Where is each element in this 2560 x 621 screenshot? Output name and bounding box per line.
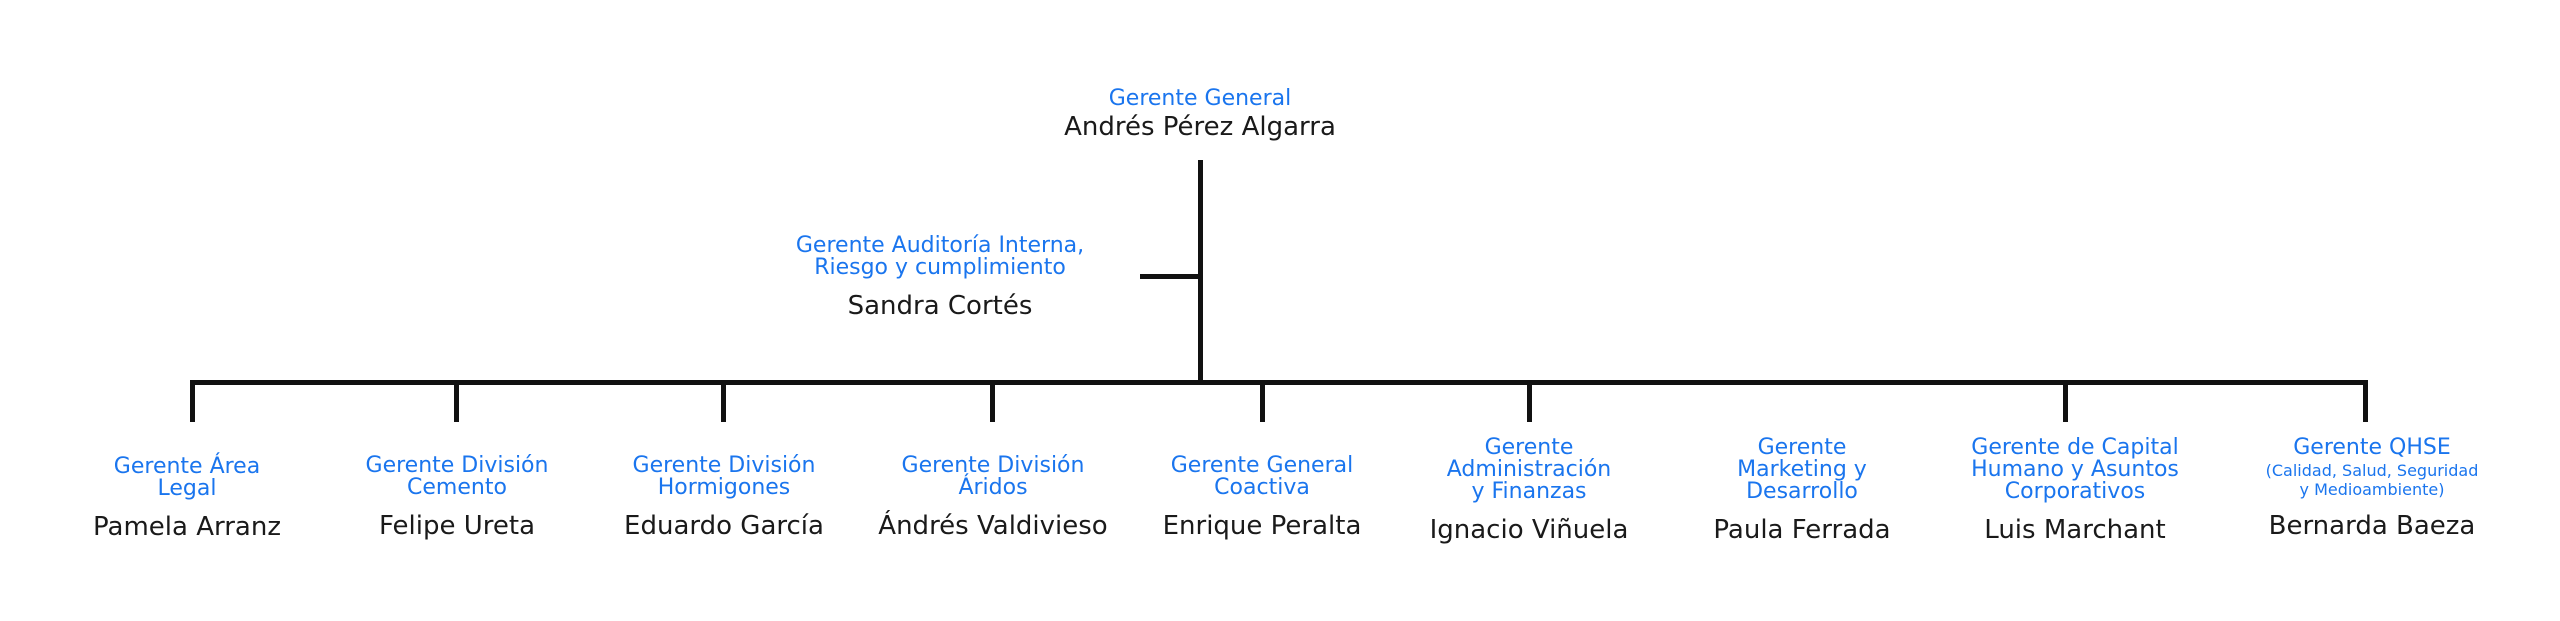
node-role-line: Gerente	[1484, 435, 1574, 460]
node-name: Luis Marchant	[1984, 515, 2166, 545]
node-name: Ándrés Valdivieso	[878, 511, 1108, 541]
node-manager-9: Gerente QHSE (Calidad, Salud, Seguridad …	[2265, 435, 2479, 542]
node-role: Gerente General	[1108, 86, 1292, 111]
node-role-line: Corporativos	[2004, 479, 2146, 504]
node-name: Andrés Pérez Algarra	[1064, 112, 1336, 142]
node-role-line: Marketing y	[1737, 457, 1867, 482]
node-manager-5: Gerente General Coactiva Enrique Peralta	[1162, 453, 1362, 542]
node-role-line: Coactiva	[1214, 475, 1310, 500]
drop-line-1	[190, 380, 195, 422]
node-role-line: Gerente QHSE	[2293, 435, 2451, 460]
node-name: Eduardo García	[624, 511, 824, 541]
node-role-line: y Finanzas	[1471, 479, 1587, 504]
node-manager-2: Gerente División Cemento Felipe Ureta	[365, 453, 549, 542]
node-name: Enrique Peralta	[1162, 511, 1362, 541]
drop-line-9	[2363, 380, 2368, 422]
node-manager-3: Gerente División Hormigones Eduardo Garc…	[624, 453, 824, 542]
trunk-line	[1198, 160, 1203, 382]
node-role-line: Humano y Asuntos	[1971, 457, 2179, 482]
node-role-line: Administración	[1446, 457, 1612, 482]
node-name: Sandra Cortés	[847, 291, 1033, 321]
node-role-line: Legal	[157, 476, 217, 501]
node-name: Pamela Arranz	[93, 512, 281, 542]
node-role-line: Cemento	[407, 475, 507, 500]
node-role-line: Riesgo y cumplimiento	[814, 255, 1066, 280]
drop-line-8	[2063, 380, 2068, 422]
node-manager-7: Gerente Marketing y Desarrollo Paula Fer…	[1713, 435, 1891, 546]
node-name: Ignacio Viñuela	[1429, 515, 1629, 545]
node-name: Paula Ferrada	[1713, 515, 1891, 545]
node-name: Bernarda Baeza	[2268, 511, 2476, 541]
node-role-line: Desarrollo	[1746, 479, 1858, 504]
node-manager-1: Gerente Área Legal Pamela Arranz	[93, 454, 281, 543]
node-manager-4: Gerente División Áridos Ándrés Valdivies…	[878, 453, 1108, 542]
audit-branch-line	[1140, 274, 1201, 279]
node-role-line: Gerente Área	[113, 454, 261, 479]
drop-line-6	[1527, 380, 1532, 422]
node-role-line: Gerente División	[365, 453, 549, 478]
node-role-detail-line: (Calidad, Salud, Seguridad	[2265, 461, 2479, 480]
node-role-line: Gerente de Capital	[1971, 435, 2179, 460]
drop-line-4	[990, 380, 995, 422]
drop-line-2	[454, 380, 459, 422]
node-role-line: Gerente División	[632, 453, 816, 478]
node-manager-6: Gerente Administración y Finanzas Ignaci…	[1429, 435, 1629, 546]
node-role-line: Gerente General	[1170, 453, 1354, 478]
drop-line-5	[1260, 380, 1265, 422]
node-name: Felipe Ureta	[378, 511, 536, 541]
node-auditoria: Gerente Auditoría Interna, Riesgo y cump…	[795, 233, 1085, 322]
node-manager-8: Gerente de Capital Humano y Asuntos Corp…	[1971, 435, 2179, 546]
node-role-detail-line: y Medioambiente)	[2299, 480, 2445, 499]
node-role-line: Áridos	[958, 475, 1028, 500]
horizontal-bus-line	[190, 380, 2368, 385]
node-role-line: Gerente División	[901, 453, 1085, 478]
drop-line-3	[721, 380, 726, 422]
node-gerente-general: Gerente General Andrés Pérez Algarra	[1064, 86, 1336, 143]
node-role-line: Gerente Auditoría Interna,	[795, 233, 1085, 258]
node-role-line: Gerente	[1757, 435, 1847, 460]
node-role-line: Hormigones	[657, 475, 791, 500]
